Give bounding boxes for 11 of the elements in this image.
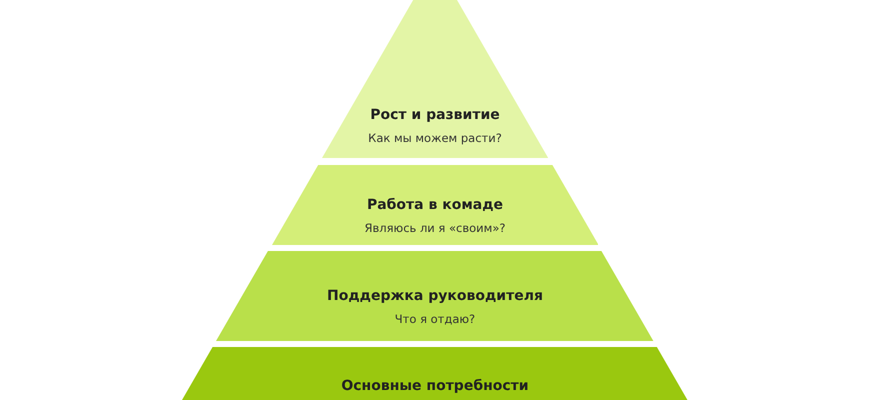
pyramid-level bbox=[272, 165, 598, 245]
level-question: Являюсь ли я «своим»? bbox=[364, 221, 506, 235]
level-title: Поддержка руководителя bbox=[327, 288, 543, 304]
level-question: Как мы можем расти? bbox=[368, 131, 502, 145]
level-title: Основные потребности bbox=[341, 378, 529, 394]
level-title: Работа в комаде bbox=[366, 197, 504, 213]
pyramid-level bbox=[182, 347, 688, 400]
pyramid-level bbox=[216, 251, 654, 341]
level-question: Что я отдаю? bbox=[394, 312, 476, 326]
level-title: Рост и развитие bbox=[370, 107, 500, 123]
pyramid-level bbox=[322, 0, 548, 158]
